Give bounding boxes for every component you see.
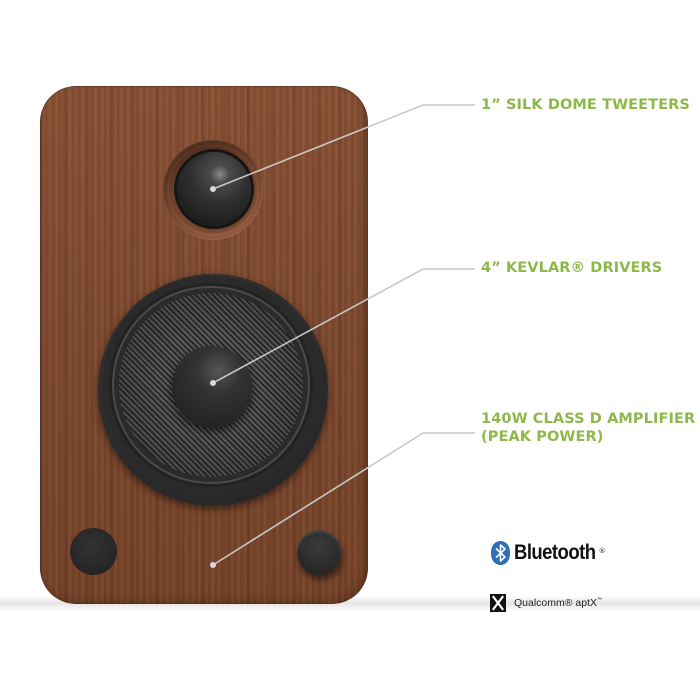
- ir-sensor-port: [70, 528, 117, 575]
- bluetooth-wordmark: Bluetooth: [514, 541, 596, 564]
- volume-knob: [297, 530, 341, 575]
- label-kevlar-drivers: 4” KEVLAR® DRIVERS: [481, 259, 662, 277]
- aptx-x-icon: [490, 594, 506, 612]
- label-text-line1: 140W CLASS D AMPLIFIER: [481, 411, 696, 427]
- callout-line-tweeter: [212, 104, 475, 190]
- bluetooth-logo: Bluetooth ®: [491, 541, 614, 565]
- label-text-line2: (PEAK POWER): [481, 429, 604, 445]
- label-silk-dome-tweeters: 1” SILK DOME TWEETERS: [481, 96, 690, 114]
- qualcomm-aptx-logo: Qualcomm® aptX™: [490, 594, 602, 612]
- callout-line-amplifier: [212, 432, 475, 566]
- callout-dot-amplifier: [210, 562, 216, 568]
- registered-mark: ®: [598, 547, 606, 555]
- woofer-dust-cap: [172, 346, 252, 428]
- bluetooth-icon: [491, 541, 510, 565]
- label-text: 4” KEVLAR® DRIVERS: [481, 260, 663, 276]
- label-class-d-amplifier: 140W CLASS D AMPLIFIER (PEAK POWER): [481, 410, 695, 446]
- aptx-label: Qualcomm® aptX: [514, 597, 598, 609]
- callout-dot-tweeter: [210, 186, 216, 192]
- callout-dot-drivers: [210, 380, 216, 386]
- label-text: 1” SILK DOME TWEETERS: [481, 97, 690, 113]
- callout-line-drivers: [212, 268, 475, 384]
- trademark-mark: ™: [597, 597, 603, 603]
- aptx-wordmark: Qualcomm® aptX™: [514, 597, 602, 609]
